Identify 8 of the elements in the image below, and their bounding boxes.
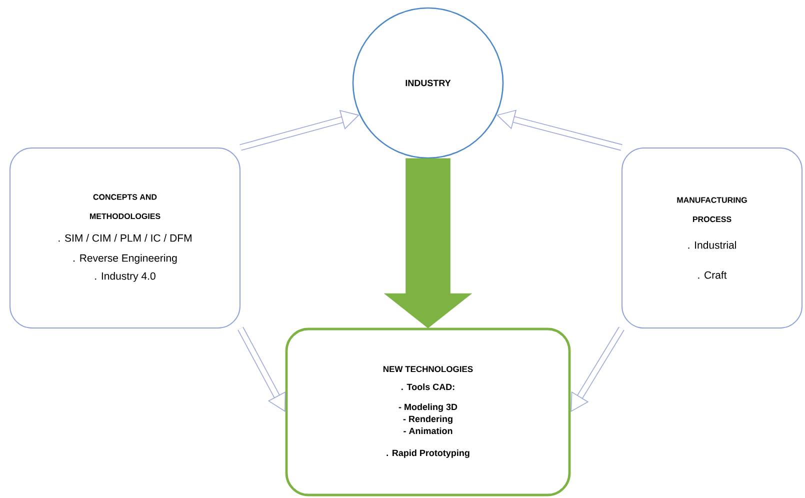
hollow-arrow [238,326,286,412]
rounded-box: CONCEPTS AND METHODOLOGIES . SIM / CIM / PLM / IC / DFM . Reverse Engineering . Industry 4.0 [10,148,240,328]
block-arrow [384,158,472,328]
hollow-arrow [240,110,360,151]
hollow-arrow [496,110,622,151]
rounded-box: NEW TECHNOLOGIES . Tools CAD: - Modeling 3D - Rendering - Animation . Rapid Prototyping [285,328,571,496]
rounded-box: MANUFACTURING PROCESS . Industrial . Craft [622,148,803,328]
hollow-arrow [570,326,624,412]
